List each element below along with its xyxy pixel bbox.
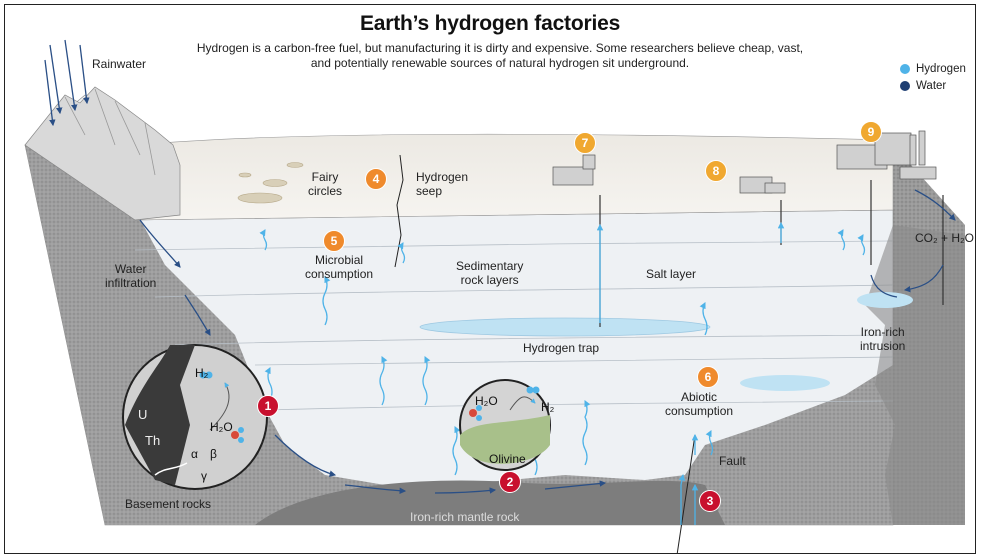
cross-section-illustration [24, 39, 965, 553]
water-flow-arrows [44, 39, 956, 494]
land-surface [134, 133, 894, 221]
label-fault: Fault [719, 454, 746, 468]
mountain [24, 86, 181, 221]
badge-3: 3 [699, 490, 721, 512]
figure-frame: Earth’s hydrogen factories Hydrogen is a… [4, 4, 976, 554]
label-iron-rich-intrusion: Iron-rich intrusion [860, 325, 906, 353]
figure-title: Earth’s hydrogen factories [359, 12, 621, 35]
badge-9: 9 [860, 121, 882, 143]
badge-5: 5 [323, 230, 345, 252]
circle1-beta: β [210, 447, 217, 461]
circle1-h2: H₂ [195, 366, 209, 380]
label-co2-h2o: CO₂ + H₂O [915, 231, 974, 245]
mantle-rock [255, 480, 725, 525]
circle2-h2: H₂ [541, 400, 555, 414]
label-basement-rocks: Basement rocks [125, 497, 212, 511]
label-hydrogen-seep: Hydrogen seep [416, 170, 469, 198]
label-abiotic-consumption: Abiotic consumption [665, 390, 734, 418]
label-fairy-circles: Fairy circles [308, 170, 343, 198]
hydrogen-flow-arrows [259, 221, 866, 525]
facilities [552, 130, 937, 194]
badge-7: 7 [574, 132, 596, 154]
circle1-uranium: U [138, 407, 148, 422]
legend-item-water: Water [900, 77, 966, 94]
salt-layer-trap [419, 317, 711, 337]
badge-6: 6 [697, 366, 719, 388]
badge-8: 8 [705, 160, 727, 182]
fairy-circles-graphic [237, 162, 304, 204]
radiolysis-circle [122, 344, 268, 490]
water-swatch [900, 80, 910, 91]
hydrogen-swatch [900, 63, 910, 74]
label-rainwater: Rainwater [92, 57, 147, 71]
circle2-h2o: H₂O [475, 394, 498, 408]
badge-2: 2 [499, 471, 521, 493]
label-iron-rich-mantle-rock: Iron-rich mantle rock [410, 510, 520, 524]
legend-item-hydrogen: Hydrogen [900, 60, 966, 77]
label-microbial-consumption: Microbial consumption [305, 253, 374, 281]
badge-4: 4 [365, 168, 387, 190]
circle1-gamma: γ [201, 469, 207, 483]
label-hydrogen-trap: Hydrogen trap [523, 341, 600, 355]
circle1-alpha: α [191, 447, 198, 461]
label-salt-layer: Salt layer [646, 267, 697, 281]
fault-line [676, 434, 696, 553]
serpentinization-circle [459, 379, 551, 471]
label-sedimentary-rock-layers: Sedimentary rock layers [456, 259, 524, 287]
circle1-h2o: H₂O [210, 420, 233, 434]
badge-1: 1 [257, 395, 279, 417]
circle2-olivine: Olivine [489, 452, 526, 466]
label-water-infiltration: Water infiltration [105, 262, 157, 290]
legend: Hydrogen Water [900, 60, 966, 94]
figure-subtitle: Hydrogen is a carbon-free fuel, but manu… [196, 41, 804, 70]
circle1-thorium: Th [145, 433, 161, 448]
